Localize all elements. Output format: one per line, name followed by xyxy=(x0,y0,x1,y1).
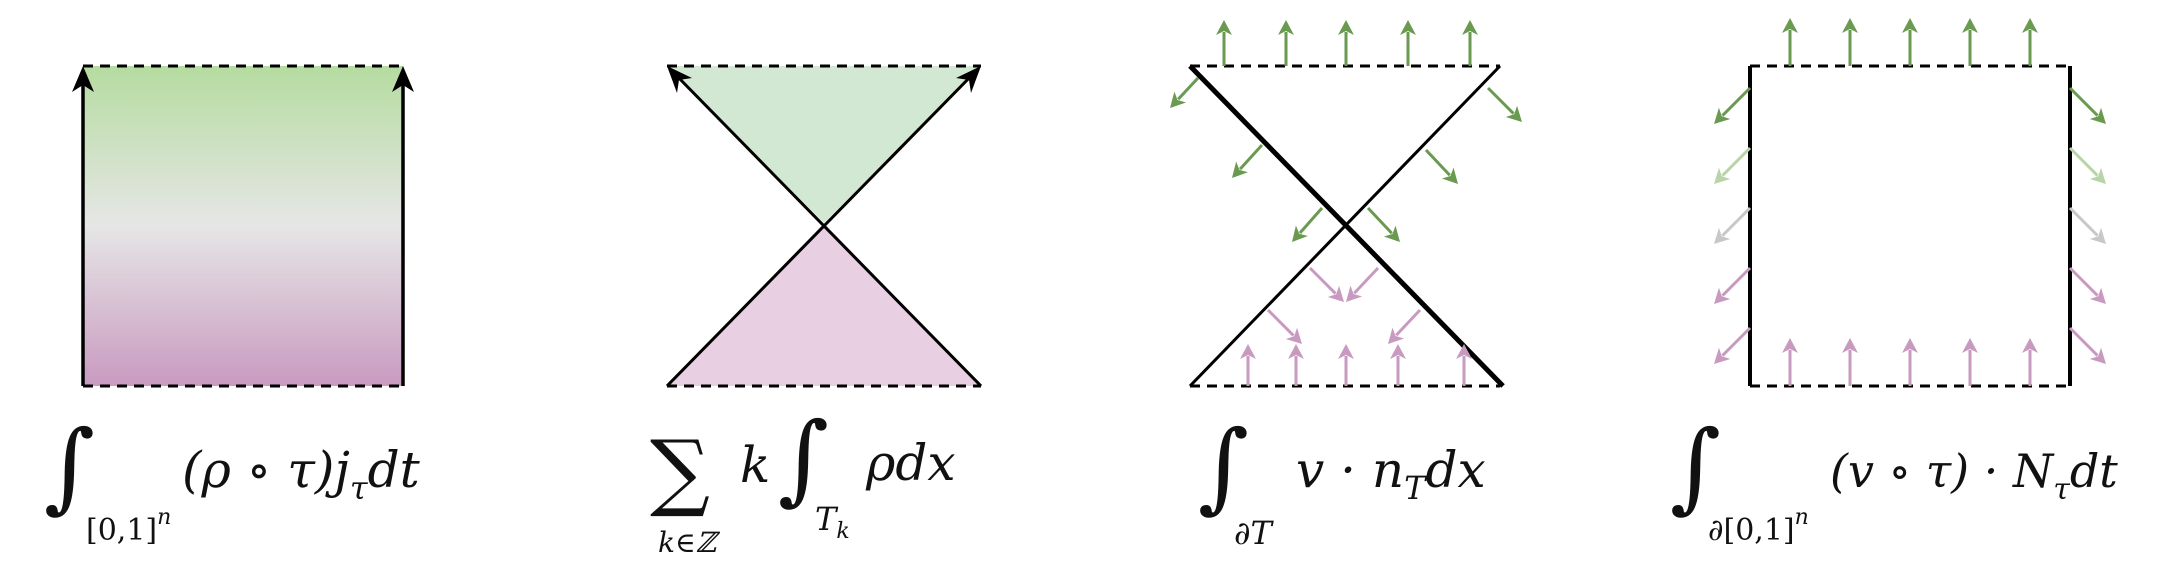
right-normal-arrow-icon xyxy=(2068,266,2106,304)
normal-green-arrow-icon xyxy=(1486,86,1522,122)
left-normal-arrow-icon xyxy=(1714,266,1752,304)
diagonal-line-2 xyxy=(665,69,978,388)
left-diagonal-arrowhead-icon xyxy=(667,66,692,93)
formula-2: ∑ k∈ℤ k ∫ Tk ρdx xyxy=(650,402,956,559)
normal-pink-arrow-icon xyxy=(1346,266,1380,302)
top-green-triangle xyxy=(667,66,981,223)
upward-green-arrow-icon xyxy=(1400,20,1416,66)
right-normal-arrow-icon xyxy=(2068,86,2106,124)
panel-4-normal-arrows xyxy=(1714,18,2106,386)
right-diagonal-arrowhead-icon xyxy=(956,66,981,93)
integral-sign: ∫ xyxy=(778,402,829,516)
normal-green-arrow-icon xyxy=(1170,76,1200,108)
panel-3-flux-triangle xyxy=(1170,20,1522,388)
sum-sign: ∑ xyxy=(650,422,710,520)
thin-diagonal-line xyxy=(1188,64,1502,388)
upward-green-arrow-icon xyxy=(1962,18,1978,66)
upward-green-arrow-icon xyxy=(1902,18,1918,66)
integral-sign: ∫ xyxy=(44,410,95,524)
integral-subscript: Tk xyxy=(815,500,850,544)
left-normal-arrow-icon xyxy=(1714,206,1752,244)
panel-2-hourglass xyxy=(665,64,983,388)
upward-pink-arrow-icon xyxy=(1338,344,1354,386)
normal-green-arrow-icon xyxy=(1232,143,1264,178)
right-normal-arrow-icon xyxy=(2068,206,2106,244)
integral-subscript: ∂T xyxy=(1234,514,1275,552)
right-normal-arrow-icon xyxy=(2068,326,2106,364)
integrand: ρdx xyxy=(865,434,956,492)
formula-1: ∫ [0,1]n (ρ ∘ τ)jτdt xyxy=(44,410,421,548)
upward-pink-arrow-icon xyxy=(1782,338,1798,386)
upward-pink-arrow-icon xyxy=(1962,338,1978,386)
integrand: v · nTdx xyxy=(1296,441,1486,507)
formula-3: ∫ ∂T v · nTdx xyxy=(1198,410,1486,552)
normal-green-arrow-icon xyxy=(1424,148,1458,184)
left-normal-arrow-icon xyxy=(1714,86,1752,124)
normal-pink-arrow-icon xyxy=(1308,266,1344,302)
upward-pink-arrow-icon xyxy=(1240,344,1256,386)
panel-1-square xyxy=(72,64,414,388)
normal-pink-arrow-icon xyxy=(1388,308,1422,344)
left-arrowhead-icon xyxy=(72,66,94,92)
upward-green-arrow-icon xyxy=(1216,20,1232,66)
left-normal-arrow-icon xyxy=(1714,146,1752,184)
normal-pink-arrow-icon xyxy=(1266,308,1302,344)
normal-green-arrow-icon xyxy=(1366,206,1400,242)
upward-pink-arrow-icon xyxy=(1390,344,1406,386)
upward-green-arrow-icon xyxy=(1842,18,1858,66)
integral-sign: ∫ xyxy=(1670,410,1721,524)
right-arrowhead-icon xyxy=(392,66,414,92)
upward-green-arrow-icon xyxy=(1278,20,1294,66)
sum-subscript: k∈ℤ xyxy=(658,526,721,559)
upward-green-arrow-icon xyxy=(1338,20,1354,66)
upward-pink-arrow-icon xyxy=(1902,338,1918,386)
diagonal-line-1 xyxy=(670,69,983,388)
upward-green-arrow-icon xyxy=(1782,18,1798,66)
integrand: (ρ ∘ τ)jτdt xyxy=(182,441,421,507)
bottom-pink-triangle xyxy=(667,223,981,386)
integral-subscript: [0,1]n xyxy=(86,505,171,548)
integral-sign: ∫ xyxy=(1198,410,1249,524)
gradient-square xyxy=(83,66,403,386)
formula-4: ∫ ∂[0,1]n (v ∘ τ) · Nτdt xyxy=(1670,410,2118,548)
normal-green-arrow-icon xyxy=(1292,207,1324,242)
coefficient: k xyxy=(740,436,770,494)
upward-green-arrow-icon xyxy=(1462,20,1478,66)
upward-pink-arrow-icon xyxy=(1456,344,1472,386)
upward-pink-arrow-icon xyxy=(1288,344,1304,386)
left-normal-arrow-icon xyxy=(1714,326,1752,364)
right-normal-arrow-icon xyxy=(2068,146,2106,184)
upward-pink-arrow-icon xyxy=(1842,338,1858,386)
integrand: (v ∘ τ) · Nτdt xyxy=(1830,444,2118,507)
panel-3-normal-arrows xyxy=(1170,20,1522,386)
upward-green-arrow-icon xyxy=(2022,18,2038,66)
upward-pink-arrow-icon xyxy=(2022,338,2038,386)
panel-4-flux-square xyxy=(1714,18,2106,388)
integral-subscript: ∂[0,1]n xyxy=(1708,505,1809,548)
